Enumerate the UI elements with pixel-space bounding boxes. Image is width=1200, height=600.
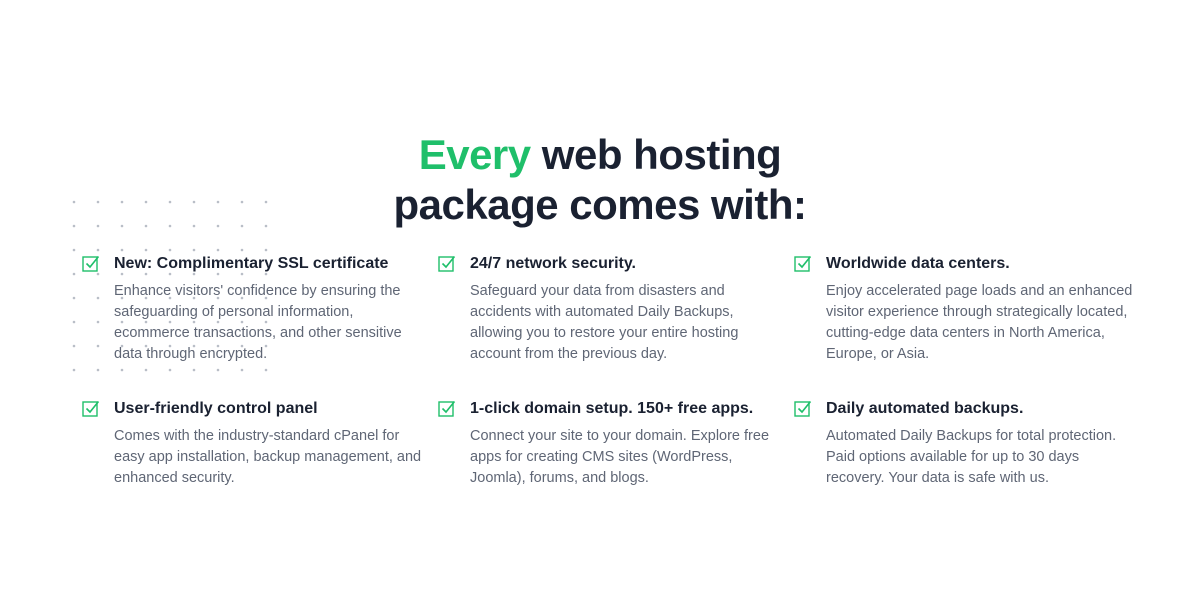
checkbox-checked-icon [794,400,812,417]
feature-description: Safeguard your data from disasters and a… [470,283,739,362]
feature-title: Worldwide data centers. [826,255,1010,272]
feature-description: Connect your site to your domain. Explor… [470,428,770,486]
section-heading: Every web hosting package comes with: [0,130,1200,230]
heading-line-1-rest: web hosting [530,131,782,179]
feature-control-panel: User-friendly control panel Comes with t… [82,399,424,489]
feature-title: New: Complimentary SSL certificate [114,255,389,272]
feature-title: User-friendly control panel [114,400,318,417]
heading-line-2: package comes with: [393,181,807,229]
feature-description: Automated Daily Backups for total protec… [826,428,1117,486]
feature-title: 24/7 network security. [470,255,636,272]
feature-title: Daily automated backups. [826,400,1024,417]
feature-data-centers: Worldwide data centers. Enjoy accelerate… [794,254,1136,365]
feature-network-security: 24/7 network security. Safeguard your da… [438,254,780,365]
feature-description: Enjoy accelerated page loads and an enha… [826,283,1133,362]
feature-title: 1-click domain setup. 150+ free apps. [470,400,754,417]
feature-daily-backups: Daily automated backups. Automated Daily… [794,399,1136,489]
feature-description: Enhance visitors' confidence by ensuring… [114,283,402,362]
feature-description: Comes with the industry-standard cPanel … [114,428,422,486]
feature-ssl-certificate: New: Complimentary SSL certificate Enhan… [82,254,424,365]
checkbox-checked-icon [438,255,456,272]
checkbox-checked-icon [438,400,456,417]
heading-accent-word: Every [418,131,531,179]
checkbox-checked-icon [794,255,812,272]
decorative-dot-grid [72,200,268,372]
checkbox-checked-icon [82,400,100,417]
checkbox-checked-icon [82,255,100,272]
feature-domain-setup: 1-click domain setup. 150+ free apps. Co… [438,399,780,489]
heading-line-1: Every web hosting [0,130,1200,180]
